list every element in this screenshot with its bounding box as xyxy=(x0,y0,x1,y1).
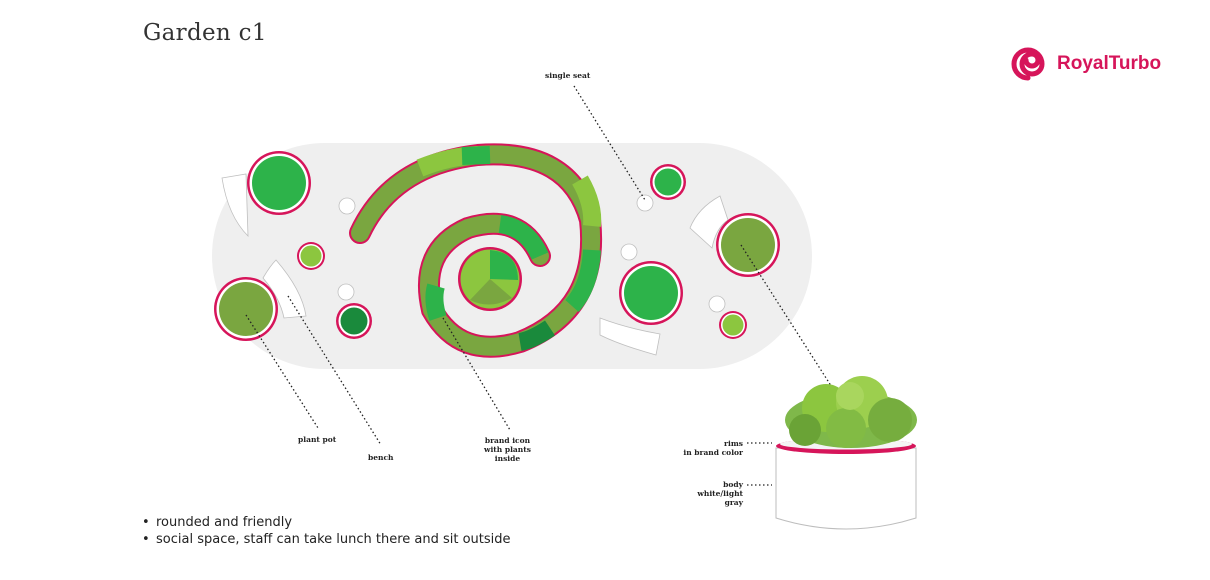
bench xyxy=(262,259,307,319)
plant-pot xyxy=(247,151,311,215)
bench xyxy=(599,317,661,356)
list-item: social space, staff can take lunch there… xyxy=(142,531,511,548)
bush xyxy=(785,376,917,448)
plant-pot xyxy=(719,311,747,339)
plant-pot xyxy=(619,261,683,325)
single-seat xyxy=(708,295,726,313)
brand-icon-planter xyxy=(349,143,603,358)
single-seat xyxy=(636,194,654,212)
pot-detail-illustration xyxy=(775,376,917,530)
brand-logo: RoyalTurbo xyxy=(1006,44,1161,84)
benches xyxy=(221,173,729,356)
label-plant-pot: plant pot xyxy=(298,435,337,444)
notes-list: rounded and friendly social space, staff… xyxy=(142,514,511,548)
brand-name: RoyalTurbo xyxy=(1057,53,1162,74)
plant-pots xyxy=(214,151,780,341)
list-item: rounded and friendly xyxy=(142,514,511,531)
label-brand-icon: brand icon with plants inside xyxy=(484,436,531,463)
plant-pot xyxy=(716,213,780,277)
single-seat xyxy=(620,243,638,261)
plant-pot xyxy=(650,164,686,200)
plant-pot xyxy=(297,242,325,270)
single-seat xyxy=(338,197,356,215)
leader-bench xyxy=(287,295,382,446)
label-body: body white/light gray xyxy=(697,480,743,507)
single-seat xyxy=(337,283,355,301)
plant-pot xyxy=(214,277,278,341)
leader-lines xyxy=(245,85,836,486)
bench xyxy=(221,173,249,237)
label-rims: rims in brand color xyxy=(683,439,743,457)
label-bench: bench xyxy=(368,453,394,462)
label-single-seat: single seat xyxy=(545,71,591,80)
page-title: Garden c1 xyxy=(143,20,267,46)
single-seats xyxy=(337,194,726,313)
spiral-icon xyxy=(1011,47,1045,81)
bench xyxy=(689,195,729,249)
plant-pot xyxy=(336,303,372,339)
leader-brand-icon xyxy=(442,317,511,431)
leader-pot-detail xyxy=(740,244,836,393)
